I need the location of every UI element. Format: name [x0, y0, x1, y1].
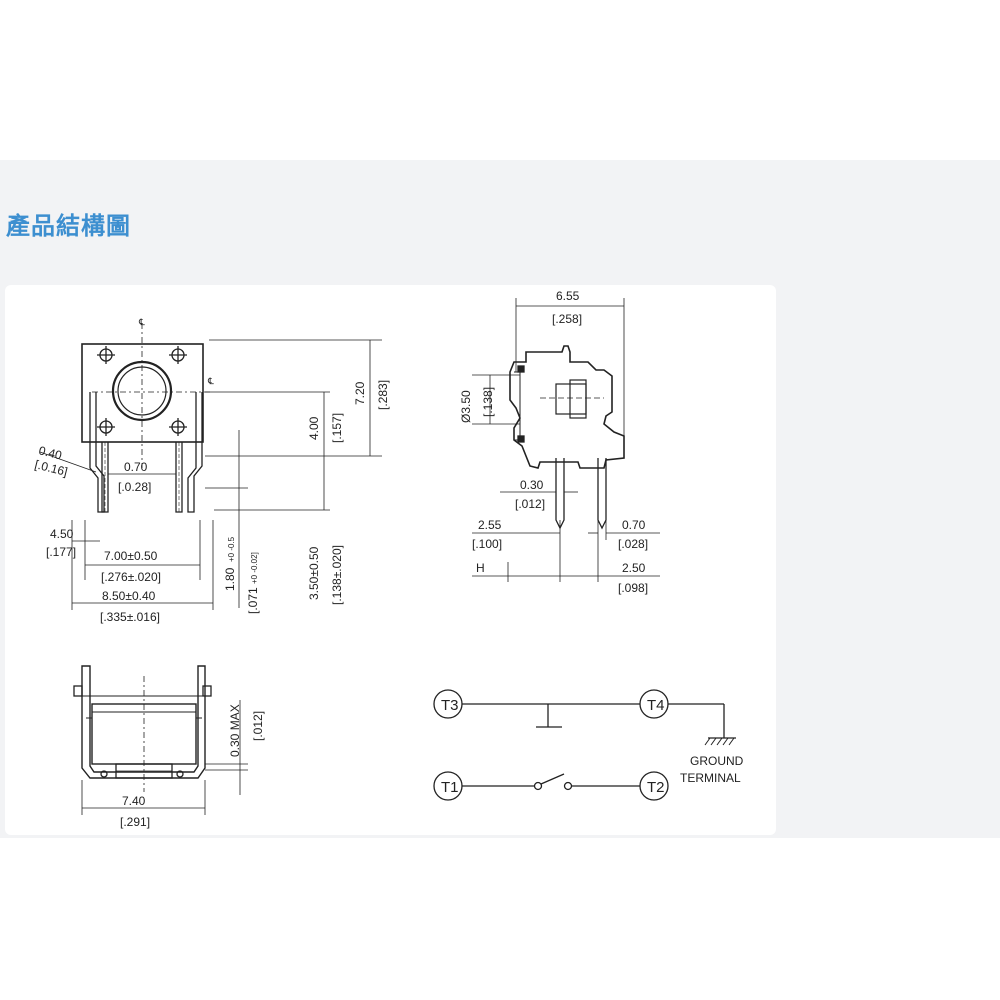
pin-gap-mm: 0.70	[124, 460, 148, 474]
terminal-t3: T3	[441, 697, 459, 714]
bend-tol: +0 -0.5	[227, 536, 236, 562]
diagram-panel	[5, 285, 776, 835]
lead-length-inch: [.138±.020]	[330, 545, 344, 605]
pin-pitch-inch: [.100]	[472, 537, 502, 551]
page-title: 產品結構圖	[6, 212, 131, 240]
pin-width-mm-side: 0.70	[622, 518, 646, 532]
svg-text:℄: ℄	[207, 376, 214, 386]
ground-label-line2: TERMINAL	[680, 771, 741, 785]
pin-gap-inch: [.0.28]	[118, 480, 151, 494]
front-view-labels: 7.40 [.291] 0.30 MAX [.012]	[120, 704, 265, 829]
h-label: H	[476, 561, 485, 575]
front-view	[73, 665, 248, 815]
circuit-diagram	[433, 689, 736, 801]
thickness-mm: 0.30	[520, 478, 544, 492]
lead-length-mm: 3.50±0.50	[307, 546, 321, 600]
top-view: ℄ ℄	[39, 317, 382, 610]
width-mm: 7.40	[122, 794, 146, 808]
lead-offset-inch: [.177]	[46, 545, 76, 559]
side-view-labels: 6.55 [.258] Ø3.50 [.138] 0.30 [.012] 2.5…	[459, 289, 648, 595]
pin-width-mm: 0.40	[37, 443, 63, 462]
ground-label-line1: GROUND	[690, 754, 744, 768]
diameter-inch: [.138]	[481, 387, 495, 417]
max-inch: [.012]	[251, 711, 265, 741]
terminal-t1: T1	[441, 779, 459, 796]
total-height-mm: 7.20	[353, 381, 367, 405]
depth-inch: [.258]	[552, 312, 582, 326]
terminal-t2: T2	[647, 779, 665, 796]
pitch-mm: 7.00±0.50	[104, 549, 158, 563]
bend-inch-tol: +0 -0.02]	[250, 552, 259, 584]
terminal-t4: T4	[647, 697, 665, 714]
side-view	[472, 298, 660, 582]
max-mm: 0.30 MAX	[228, 704, 242, 757]
thickness-inch: [.012]	[515, 497, 545, 511]
diameter-mm: Ø3.50	[459, 390, 473, 423]
width-inch: [.291]	[120, 815, 150, 829]
lead-offset-mm: 4.50	[50, 527, 74, 541]
pin-pitch-mm: 2.55	[478, 518, 502, 532]
svg-text:℄: ℄	[138, 317, 145, 327]
circuit-labels: T3 T4 T1 T2 GROUND TERMINAL	[441, 697, 744, 796]
overall-mm: 8.50±0.40	[102, 589, 156, 603]
total-height-inch: [.283]	[376, 380, 390, 410]
center-height-mm: 4.00	[307, 416, 321, 440]
top-view-labels: 0.40 [.0.16] 0.70 [.0.28] 4.50 [.177] 7.…	[33, 380, 390, 624]
bend-mm: 1.80	[223, 567, 237, 591]
overall-inch: [.335±.016]	[100, 610, 160, 624]
pin-width-inch-side: [.028]	[618, 537, 648, 551]
depth-mm: 6.55	[556, 289, 580, 303]
bend-inch: [.071	[246, 587, 260, 614]
pin-spacing-inch: [.098]	[618, 581, 648, 595]
pin-spacing-mm: 2.50	[622, 561, 646, 575]
center-height-inch: [.157]	[330, 413, 344, 443]
pitch-inch: [.276±.020]	[101, 570, 161, 584]
